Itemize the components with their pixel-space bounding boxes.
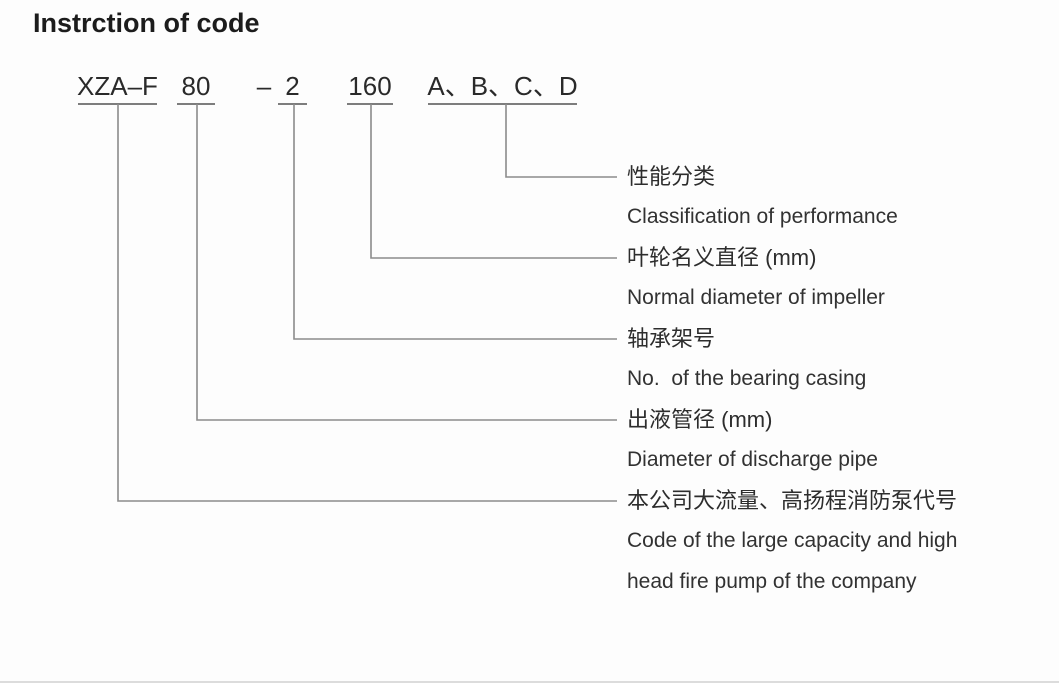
connector-classification xyxy=(505,104,617,178)
label-impeller-en: Normal diameter of impeller xyxy=(627,286,885,309)
connector-discharge-pipe xyxy=(196,104,617,421)
bottom-divider xyxy=(0,681,1059,683)
label-bearing-frame-en: No. of the bearing casing xyxy=(627,367,867,390)
label-bearing-frame-zh: 轴承架号 xyxy=(627,325,716,351)
code-segment-discharge-pipe: 80 xyxy=(181,71,211,101)
label-discharge-pipe-zh: 出液管径 (mm) xyxy=(627,406,773,432)
label-classification-zh: 性能分类 xyxy=(627,163,716,189)
legend-group-bearing-frame: 轴承架号 No. of the bearing casing xyxy=(627,319,957,400)
connector-series xyxy=(117,104,617,502)
code-segment-classification: A、B、C、D xyxy=(427,71,578,101)
label-series-en: Code of the large capacity and high head… xyxy=(627,529,958,593)
legend-group-discharge-pipe: 出液管径 (mm) Diameter of discharge pipe xyxy=(627,400,957,481)
code-segment-bearing-frame: 2 xyxy=(285,71,300,101)
legend-group-series: 本公司大流量、高扬程消防泵代号 Code of the large capaci… xyxy=(627,481,957,603)
label-series-zh: 本公司大流量、高扬程消防泵代号 xyxy=(627,487,958,513)
label-classification-en: Classification of performance xyxy=(627,205,898,228)
code-segment-separator: – xyxy=(256,71,272,101)
page-title: Instrction of code xyxy=(33,8,260,38)
label-discharge-pipe-en: Diameter of discharge pipe xyxy=(627,448,878,471)
connector-bearing-frame xyxy=(293,104,617,340)
code-legend: 性能分类 Classification of performance 叶轮名义直… xyxy=(627,157,957,603)
legend-group-classification: 性能分类 Classification of performance xyxy=(627,157,957,238)
connector-impeller xyxy=(370,104,617,259)
code-segment-impeller: 160 xyxy=(348,71,392,101)
label-impeller-zh: 叶轮名义直径 (mm) xyxy=(627,244,817,270)
code-segment-series: XZA–F xyxy=(77,71,158,101)
legend-group-impeller: 叶轮名义直径 (mm) Normal diameter of impeller xyxy=(627,238,957,319)
